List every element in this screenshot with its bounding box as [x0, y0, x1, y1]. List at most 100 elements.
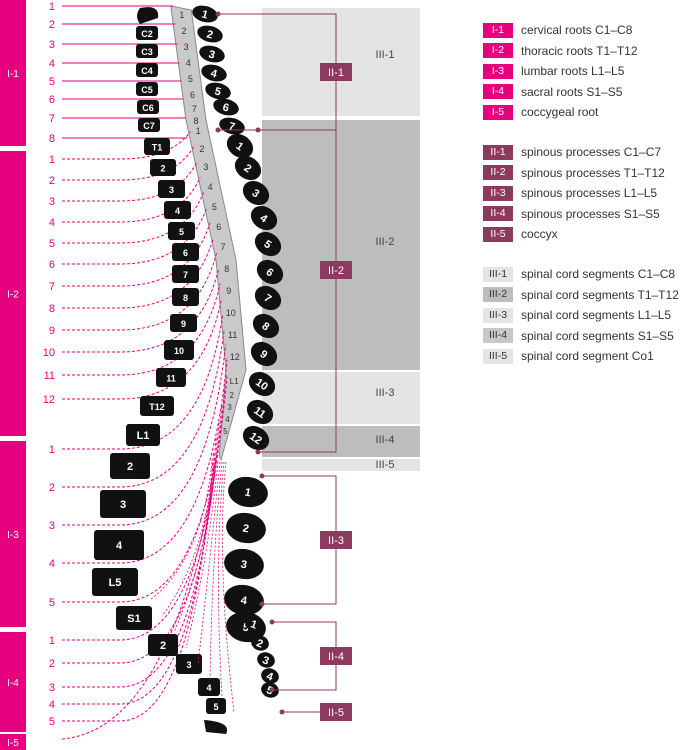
spinous-bracket — [258, 129, 337, 453]
cord-segment-label: 3 — [184, 42, 189, 52]
spinous-group-label: II-2 — [328, 265, 344, 277]
spinous-process-shape — [205, 82, 231, 100]
spinous-bracket-dot — [259, 473, 265, 479]
cervical-vertebra-label: C3 — [141, 47, 153, 57]
segment-band — [262, 459, 420, 471]
nerve-root-line — [62, 359, 228, 564]
spinous-process-label: 10 — [253, 376, 270, 393]
thoracic-vertebra — [172, 243, 199, 261]
spinous-process-shape — [224, 584, 264, 616]
spinous-process-label: 5 — [213, 85, 222, 98]
spinous-process-label: 6 — [263, 266, 275, 279]
legend-label: spinal cord segment Co1 — [521, 349, 654, 364]
spinal-cord — [170, 5, 247, 462]
cauda-equina-fiber — [197, 461, 221, 665]
root-group-bar — [0, 151, 26, 436]
root-group-bar — [0, 632, 26, 732]
spinous-process-label: 1 — [200, 8, 209, 21]
cord-segment-label: 5 — [223, 427, 228, 436]
spinous-process-shape — [201, 64, 227, 82]
cervical-vertebra-label: C2 — [141, 29, 153, 39]
cord-segment-label: 10 — [226, 308, 236, 318]
spinous-process-shape — [226, 133, 254, 159]
segment-band-label: III-4 — [376, 434, 395, 446]
spinous-process-shape — [197, 25, 223, 43]
nerve-root-line — [62, 283, 221, 376]
cauda-equina-fiber — [218, 461, 225, 697]
segment-band-label: III-3 — [376, 387, 395, 399]
legend-label: spinous processes C1–C7 — [521, 145, 662, 160]
spinous-process-shape — [250, 205, 278, 231]
spinous-process: 11 — [246, 399, 274, 425]
spinous-process: 1 — [226, 133, 254, 159]
root-number-label: 2 — [49, 658, 55, 670]
legend-badge: I-4 — [483, 84, 513, 100]
spinous-process-shape — [224, 548, 264, 580]
cervical-vertebra — [137, 100, 159, 114]
spinous-process-label: 7 — [227, 120, 236, 133]
thoracic-vertebra — [168, 222, 195, 240]
cord-segment-label: 3 — [227, 403, 232, 412]
spinous-process-shape — [252, 313, 280, 339]
cord-segment-label: 2 — [230, 391, 235, 400]
cord-segment-label: L1 — [230, 377, 239, 386]
thoracic-vertebra — [150, 159, 176, 176]
spinous-process: 4 — [201, 64, 227, 82]
thoracic-vertebra-label: 10 — [174, 346, 184, 356]
spinous-process-shape — [213, 98, 239, 116]
legend-label: coccyx — [521, 227, 558, 242]
segment-band-label: III-1 — [376, 49, 395, 61]
cauda-equina-fiber — [209, 461, 223, 681]
spinous-process-label: 3 — [207, 48, 216, 61]
cord-segment-label: 2 — [199, 144, 204, 154]
thoracic-vertebra — [156, 368, 186, 387]
legend-label: coccygeal root — [521, 105, 599, 120]
cervical-vertebra — [136, 44, 158, 58]
root-number-label: 5 — [49, 238, 55, 250]
sacral-vertebra-label: 5 — [213, 702, 218, 712]
thoracic-vertebra-label: 5 — [179, 227, 184, 237]
spinous-process-shape — [261, 668, 279, 684]
nerve-root-line — [62, 313, 224, 450]
spinous-process: 9 — [250, 341, 278, 367]
nerve-root-line — [61, 469, 216, 740]
cord-segment-label: 6 — [216, 222, 221, 232]
spinous-process-label: 5 — [261, 238, 273, 251]
thoracic-vertebra-label: 4 — [175, 206, 180, 216]
root-number-label: 5 — [49, 76, 55, 88]
spinous-process: 4 — [250, 205, 278, 231]
spinous-bracket-dot — [279, 709, 285, 715]
legend-item-segments-sacral: III-4 spinal cord segments S1–S5 — [483, 326, 679, 347]
cord-segment-label: 12 — [230, 352, 240, 362]
legend-label: spinous processes L1–L5 — [521, 186, 658, 201]
thoracic-vertebra — [158, 180, 185, 198]
root-number-label: 1 — [49, 154, 55, 166]
spinous-process-label: 1 — [249, 618, 259, 631]
spinous-process: 1 — [228, 476, 268, 508]
nerve-root-line — [62, 374, 228, 603]
legend-label: spinal cord segments L1–L5 — [521, 308, 672, 323]
root-number-label: 6 — [49, 259, 55, 271]
spinous-process-label: 7 — [261, 292, 273, 305]
sacral-vertebra-label: 3 — [186, 660, 191, 670]
legend-badge: III-4 — [483, 328, 513, 344]
root-group-label: I-3 — [7, 530, 19, 541]
thoracic-vertebra-label: 6 — [183, 248, 188, 258]
cervical-vertebra — [136, 26, 158, 40]
legend-item-segments-lumbar: III-3 spinal cord segments L1–L5 — [483, 305, 679, 326]
root-group-label: I-5 — [7, 738, 19, 749]
legend-item-coccyx: II-5 coccyx — [483, 224, 665, 245]
thoracic-vertebra — [172, 288, 199, 306]
legend-item-sacral-roots: I-4 sacral roots S1–S5 — [483, 82, 638, 103]
thoracic-vertebra-label: 2 — [160, 164, 165, 174]
nerve-root-line — [62, 344, 227, 526]
cervical-vertebra-label: C7 — [143, 121, 155, 131]
cord-segment-label: 2 — [181, 26, 186, 36]
cord-segment-label: 9 — [226, 286, 231, 296]
cord-segment-label: 11 — [228, 330, 237, 340]
lumbar-vertebra — [94, 530, 144, 560]
spinous-process-shape — [250, 341, 278, 367]
root-number-label: 2 — [49, 19, 55, 31]
